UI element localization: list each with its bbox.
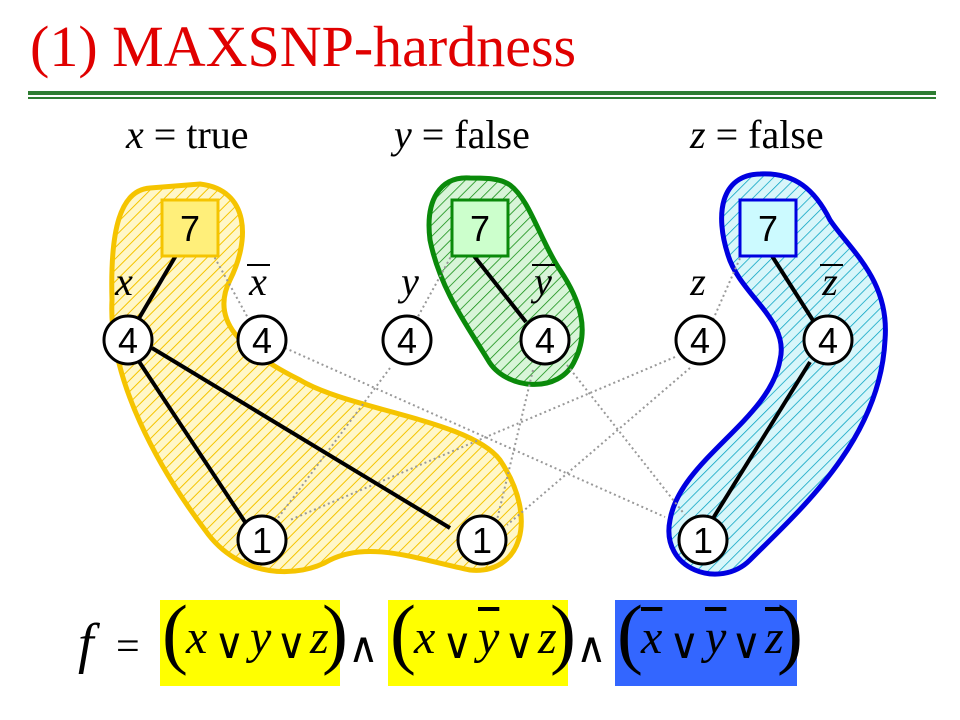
variable-node-x <box>160 198 220 258</box>
clause1-lit1: x <box>186 611 208 664</box>
formula-equals: = <box>116 624 140 670</box>
cnf-formula: f = ( x ∨ y ∨ z ) ∧ ( x ∨ y ∨ z ) ∧ ( x … <box>70 594 810 686</box>
literal-node-z-neg <box>802 314 854 366</box>
clause-node-2 <box>456 514 508 566</box>
clause1-or2: ∨ <box>276 622 307 668</box>
clause-node-2-label: 1 <box>472 520 492 561</box>
clause3-or2: ∨ <box>731 622 762 668</box>
literal-node-x <box>102 314 154 366</box>
variable-node-y <box>450 198 510 258</box>
clause3-or1: ∨ <box>669 622 700 668</box>
clause-node-3-label: 1 <box>693 520 713 561</box>
assignment-x: x = true <box>126 112 249 157</box>
clause-node-1 <box>236 514 288 566</box>
title-divider <box>28 91 936 95</box>
clause1-lit3: z <box>310 611 329 664</box>
variable-node-x-label: 7 <box>180 208 200 249</box>
assignment-y: y = false <box>394 112 530 157</box>
clause-node-1-label: 1 <box>252 520 272 561</box>
clause2-lit2-negated: y <box>478 611 500 664</box>
clause-box-3: ( x ∨ y ∨ z ) <box>615 594 803 686</box>
formula-and-2: ∧ <box>576 626 607 672</box>
literal-label-z-neg: z <box>821 259 838 304</box>
group-region-z <box>666 171 888 577</box>
title-divider-thin <box>28 97 936 99</box>
slide-title: (1) MAXSNP-hardness <box>30 14 577 79</box>
clause-box-1: ( x ∨ y ∨ z ) <box>160 594 348 686</box>
literal-node-y <box>381 314 433 366</box>
variable-node-z <box>738 198 798 258</box>
variable-node-z-label: 7 <box>758 208 778 249</box>
clause2-lit3: z <box>538 611 557 664</box>
literal-node-y-neg <box>519 314 571 366</box>
literal-node-z <box>674 314 726 366</box>
clause3-lit1-negated: x <box>641 611 663 664</box>
clause2-or1: ∨ <box>442 622 473 668</box>
literal-label-x: x <box>114 259 133 304</box>
clause1-lit2: y <box>250 611 272 664</box>
literal-node-z-label: 4 <box>690 320 710 361</box>
literal-node-z-neg-label: 4 <box>818 320 838 361</box>
formula-f: f <box>78 613 94 675</box>
assignment-z: z = false <box>690 112 824 157</box>
clause1-or1: ∨ <box>214 622 245 668</box>
literal-label-y-neg: y <box>530 259 552 304</box>
literal-label-y: y <box>397 259 419 304</box>
solid-edges <box>136 250 816 530</box>
clause2-or2: ∨ <box>504 622 535 668</box>
clause2-lit1: x <box>414 611 436 664</box>
clause-node-3 <box>677 514 729 566</box>
clause3-lit3-negated: z <box>765 611 784 664</box>
clause3-lit2-negated: y <box>705 611 727 664</box>
literal-node-x-neg <box>236 314 288 366</box>
literal-node-x-label: 4 <box>118 320 138 361</box>
formula-and-1: ∧ <box>348 626 379 672</box>
literal-node-y-label: 4 <box>397 320 417 361</box>
literal-label-z: z <box>689 259 706 304</box>
literal-node-y-neg-label: 4 <box>535 320 555 361</box>
clause-box-2: ( x ∨ y ∨ z ) <box>388 594 576 686</box>
variable-node-y-label: 7 <box>470 208 490 249</box>
literal-node-x-neg-label: 4 <box>252 320 272 361</box>
literal-label-x-neg: x <box>248 259 267 304</box>
